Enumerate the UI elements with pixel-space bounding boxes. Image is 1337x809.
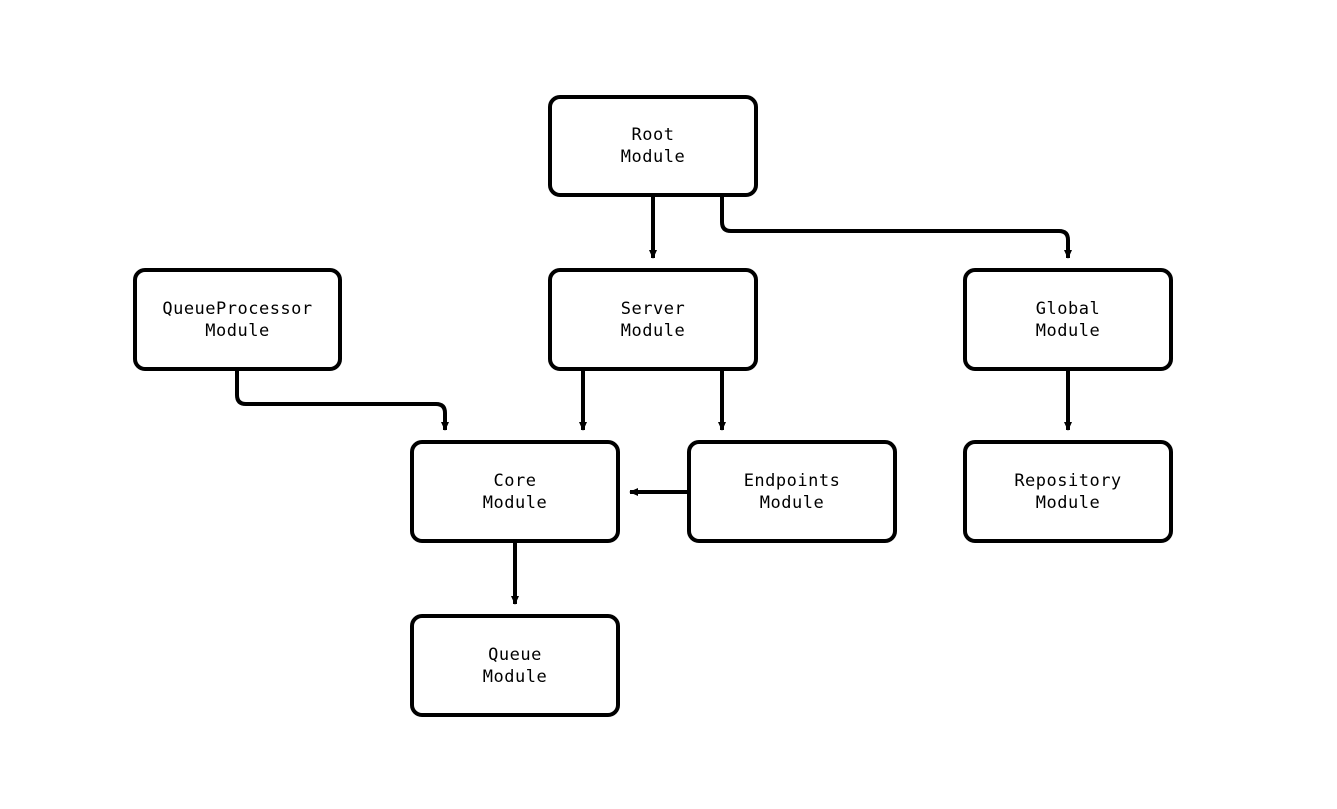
node-root-label-line1: Root — [631, 125, 675, 145]
node-queue-label-line1: Queue — [488, 644, 542, 665]
node-endpoints-label-line2: Module — [759, 492, 825, 513]
node-global-label-line1: Global — [1035, 298, 1101, 319]
node-endpoints-label-line1: Endpoints — [743, 470, 841, 491]
node-queueprocessor-label-line2: Module — [205, 320, 270, 341]
edge-queueprocessor-to-core — [235, 371, 450, 431]
edge-root-to-global — [720, 197, 1073, 259]
node-server-label-line2: Module — [620, 320, 686, 341]
node-queue-label-line2: Module — [482, 666, 548, 687]
node-repository-label-line1: Repository — [1014, 470, 1122, 491]
node-global-label-line2: Module — [1035, 320, 1101, 341]
node-queueprocessor-label-line1: QueueProcessor — [162, 298, 313, 319]
node-core-label-line2: Module — [482, 492, 548, 513]
node-root-label-line2: Module — [620, 147, 686, 167]
node-core-label-line1: Core — [493, 470, 537, 491]
node-server-label-line1: Server — [620, 298, 686, 319]
node-repository-label-line2: Module — [1035, 492, 1101, 513]
